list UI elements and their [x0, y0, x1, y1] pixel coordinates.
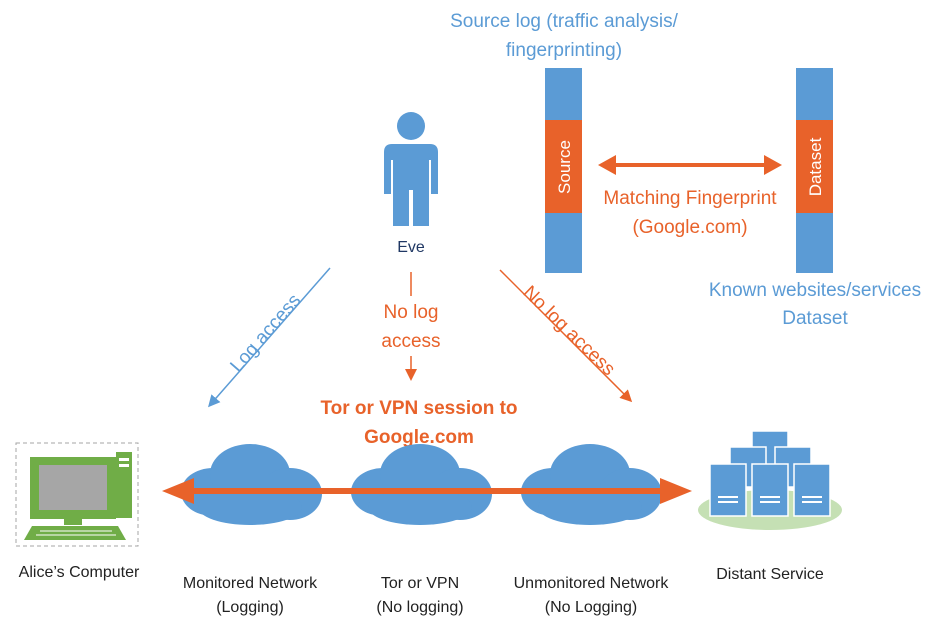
eve-label: Eve: [397, 239, 425, 256]
session-arrow: [162, 478, 692, 504]
no-log-access-mid-line2: access: [381, 331, 440, 352]
alice-computer-label: Alice’s Computer: [19, 564, 140, 581]
dataset-bar-label: Dataset: [806, 137, 825, 196]
eve-person-icon: [384, 112, 438, 226]
matching-label-line2: (Google.com): [632, 217, 747, 238]
cloud-icon-unmonitored: [521, 444, 662, 525]
matching-label-line1: Matching Fingerprint: [603, 188, 777, 209]
matching-arrow: [598, 155, 782, 175]
source-log-title-line1: Source log (traffic analysis/: [450, 11, 678, 32]
session-title-line1: Tor or VPN session to: [320, 398, 517, 419]
network-label-unmonitored-line1: Unmonitored Network: [514, 575, 670, 592]
dataset-caption-line1: Known websites/services: [709, 280, 921, 301]
log-access-label: Log access: [226, 290, 305, 376]
no-log-access-mid-line1: No log: [384, 302, 439, 323]
log-access-arrow: [208, 267, 331, 408]
network-label-monitored-line1: Monitored Network: [183, 575, 318, 592]
computer-icon: [15, 442, 139, 547]
cloud-icon-monitored: [181, 444, 322, 525]
dataset-bar: Dataset: [796, 68, 833, 273]
source-log-bar: Source: [545, 68, 582, 273]
network-label-tor-line2: (No logging): [376, 599, 463, 616]
network-label-tor-line1: Tor or VPN: [381, 575, 459, 592]
source-log-title-line2: fingerprinting): [506, 40, 622, 61]
source-bar-label: Source: [555, 140, 574, 194]
session-title-line2: Google.com: [364, 427, 474, 448]
no-log-access-right-label: No log access: [519, 282, 619, 380]
distant-service-label: Distant Service: [716, 566, 824, 583]
server-icon: [698, 430, 842, 530]
network-label-unmonitored-line2: (No Logging): [545, 599, 638, 616]
no-log-access-arrow-right: [499, 269, 633, 403]
network-label-monitored-line2: (Logging): [216, 599, 284, 616]
cloud-icon-tor-vpn: [351, 444, 492, 525]
dataset-caption-line2: Dataset: [782, 308, 848, 329]
